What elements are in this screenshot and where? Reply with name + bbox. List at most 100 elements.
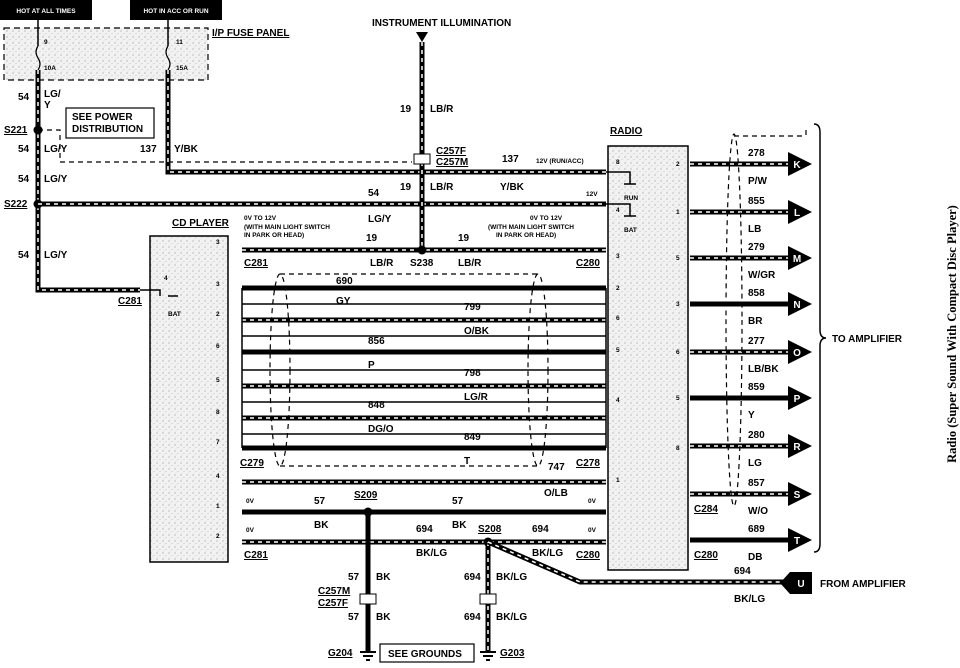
- wire-label-olb: O/LB: [544, 488, 568, 499]
- radio-title: RADIO: [610, 126, 642, 137]
- wire-label-lbr-c: LB/R: [370, 258, 394, 269]
- wire-label-t: T: [464, 456, 470, 467]
- radio-left-pin: 1: [616, 477, 620, 484]
- wire-label-lg: LG/: [44, 89, 61, 100]
- cd-light-switch-2: IN PARK OR HEAD): [244, 232, 304, 239]
- wire-label-bk-a: BK: [314, 520, 329, 531]
- radio-right-pin: 5: [676, 255, 680, 262]
- wire-label-694d: 694: [464, 612, 481, 623]
- wire-label-lbr-b: LB/R: [430, 182, 454, 193]
- fuse2-symbol: [165, 45, 171, 71]
- wire-label-lbr-a: LB/R: [430, 104, 454, 115]
- power-dist-line1: SEE POWER: [72, 112, 133, 123]
- wire-label-bklg-d: BK/LG: [496, 612, 527, 623]
- g203-label: G203: [500, 648, 525, 659]
- wire-label-54d: 54: [18, 250, 30, 261]
- wire-label-bk-c: BK: [376, 572, 391, 583]
- terminal-m: [788, 246, 812, 270]
- amp-wire-number: 857: [748, 478, 765, 489]
- wire-label-137b: 137: [502, 154, 519, 165]
- s221-label: S221: [4, 125, 28, 136]
- radio-right-pin: 1: [676, 209, 680, 216]
- power-dist-line2: DISTRIBUTION: [72, 124, 143, 135]
- cd-player-title: CD PLAYER: [172, 218, 230, 229]
- wire-label-694b: 694: [532, 524, 549, 535]
- terminal-p: [788, 386, 812, 410]
- wire-label-bklg-a: BK/LG: [416, 548, 447, 559]
- wire-label-54c: 54: [18, 174, 30, 185]
- see-grounds-label: SEE GROUNDS: [388, 649, 462, 660]
- wire-label-19b: 19: [400, 182, 412, 193]
- c281-bottom-label: C281: [244, 550, 268, 561]
- radio-right-pin: 8: [676, 445, 680, 452]
- radio-light-switch-1: (WITH MAIN LIGHT SWITCH: [488, 224, 574, 231]
- radio-left-pin: 4: [616, 207, 620, 214]
- connector-c257-ground-2: [479, 593, 497, 605]
- wire-label-obk: O/BK: [464, 326, 490, 337]
- amp-wire-number: 277: [748, 336, 765, 347]
- wire-label-747: 747: [548, 462, 565, 473]
- c257f-bottom-label: C257F: [318, 598, 348, 609]
- cd-0v-b: 0V: [246, 527, 255, 534]
- c257f-label: C257F: [436, 146, 466, 157]
- wire-label-19c: 19: [366, 233, 378, 244]
- fuse1-symbol: [35, 45, 41, 71]
- cd-light-switch-1: (WITH MAIN LIGHT SWITCH: [244, 224, 330, 231]
- s208-label: S208: [478, 524, 502, 535]
- shield-right: [527, 273, 549, 467]
- wire-label-799: 799: [464, 302, 481, 313]
- terminal-letter-k: K: [793, 160, 801, 171]
- wire-label-gy: GY: [336, 296, 351, 307]
- wire-label-bk-d: BK: [376, 612, 391, 623]
- cd-pin-number: 3: [216, 281, 220, 288]
- c284-label: C284: [694, 504, 718, 515]
- c278-label: C278: [576, 458, 600, 469]
- terminal-o: [788, 340, 812, 364]
- terminal-k: [788, 152, 812, 176]
- cd-pin-number: 4: [216, 473, 220, 480]
- terminal-letter-s: S: [794, 490, 801, 501]
- v12-label: 12V: [586, 191, 598, 198]
- terminal-n: [788, 292, 812, 316]
- to-amplifier-label: TO AMPLIFIER: [832, 334, 903, 345]
- terminal-u-letter: U: [797, 579, 804, 590]
- amp-wire-number: 855: [748, 196, 765, 207]
- cd-pin-number: 2: [216, 533, 220, 540]
- splice-s238: [417, 245, 427, 255]
- amp-wire-color: BR: [748, 316, 763, 327]
- instrument-illumination-label: INSTRUMENT ILLUMINATION: [372, 18, 511, 29]
- radio-right-pin: 2: [676, 161, 680, 168]
- radio-run-label: RUN: [624, 195, 638, 202]
- amp-wire-color: LB/BK: [748, 364, 779, 375]
- radio-right-pin: 3: [676, 301, 680, 308]
- wire-label-57d: 57: [348, 612, 360, 623]
- radio-left-pin: 2: [616, 285, 620, 292]
- cd-pin-number: 6: [216, 343, 220, 350]
- c280-amp-label: C280: [694, 550, 718, 561]
- ground-symbol-g203: [480, 651, 496, 661]
- fuse-panel: [3, 27, 209, 81]
- amp-wire-color: DB: [748, 552, 762, 563]
- amplifier-brace: [813, 123, 827, 553]
- cd-0v-a: 0V: [246, 498, 255, 505]
- wire-label-bklg-b: BK/LG: [532, 548, 563, 559]
- from-amplifier-label: FROM AMPLIFIER: [820, 579, 907, 590]
- wire-label-bk-b: BK: [452, 520, 467, 531]
- wire-label-bklg-e: BK/LG: [734, 594, 765, 605]
- amplifier-output-group: K278P/WL855LBM279W/GRN858BRO277LB/BKP859…: [690, 148, 812, 563]
- cd-pin-number: 3: [216, 239, 220, 246]
- wire-label-856: 856: [368, 336, 385, 347]
- fuse1-number: 9: [44, 39, 48, 46]
- cd-pin-4: 4: [164, 275, 168, 282]
- connector-c257-ground-1: [359, 593, 377, 605]
- c280-top-label: C280: [576, 258, 600, 269]
- s238-label: S238: [410, 258, 434, 269]
- radio-left-pin: 3: [616, 253, 620, 260]
- wire-label-137a: 137: [140, 144, 157, 155]
- s209-label: S209: [354, 490, 378, 501]
- amp-wire-color: Y: [748, 410, 755, 421]
- radio-light-switch-2: IN PARK OR HEAD): [496, 232, 556, 239]
